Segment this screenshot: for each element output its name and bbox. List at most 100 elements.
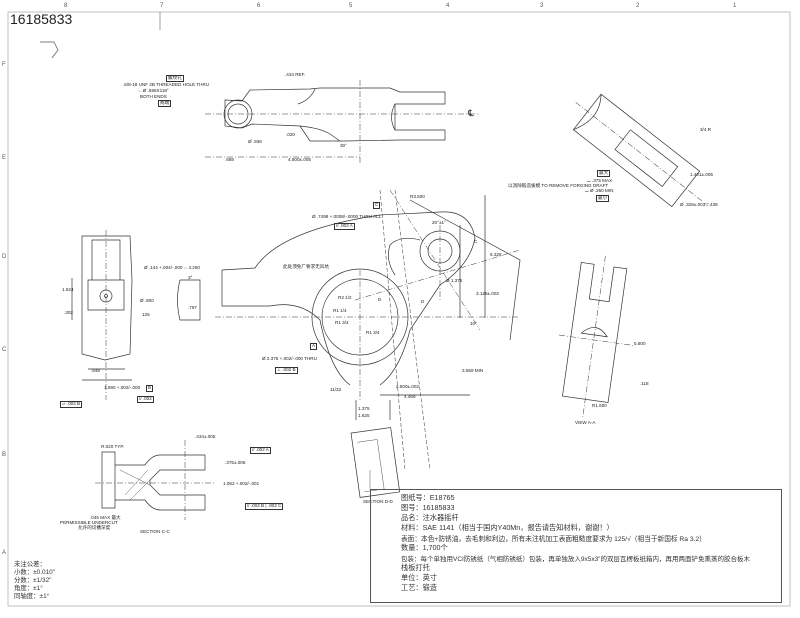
dimension: .688: [225, 157, 234, 162]
dimension: Ø 2.375 +.002/-.000 THRU: [262, 356, 317, 361]
title-line: 栈板打托: [401, 563, 430, 572]
section-marker: C: [474, 239, 478, 244]
zone-row-d: D: [2, 254, 7, 260]
datum-a: A: [310, 343, 318, 350]
note: 此处须免厂要求无凹坑: [283, 264, 329, 269]
dimension: Ø .7498 +.0008/-.0000 THRU ALL: [312, 214, 382, 219]
dimension: 6.328: [490, 252, 502, 257]
draft-note: 以消除锻造拔模 TO REMOVE FORGING DRAFT: [508, 183, 609, 188]
dimension: 1.401±.005: [690, 172, 713, 177]
dimension: 3.125±.002: [476, 291, 499, 296]
section-label: SECTION D-D: [363, 499, 393, 504]
dimension: .848: [91, 368, 100, 373]
title-line: 表面：本色+防锈油，去毛刺和利边，所有未注机加工表面粗糙度要求为 125/√（相…: [401, 536, 706, 543]
zone-row-b: B: [2, 452, 7, 458]
sheet-border: [7, 11, 791, 607]
view-label: VIEW A-A: [575, 420, 596, 425]
tolerance-frame: // .002: [137, 396, 154, 403]
title-line: 品名：注水器摇杆: [401, 513, 459, 522]
dimension: 4.469: [404, 394, 416, 399]
tolerance-frame: // .002 B | .002 C: [245, 503, 284, 510]
dimension: ⌴ .375 MAX: [587, 178, 613, 183]
dimension: Ø .144 +.004/-.000 ⌵ 4.250: [144, 265, 200, 270]
view-arrow-icon: [40, 41, 59, 59]
zone-col-1: 1: [733, 3, 737, 9]
dimension: R1 3/4: [335, 320, 349, 325]
dimension: R3.500: [410, 194, 425, 199]
zone-col-4: 4: [446, 3, 450, 9]
tolerance-frame: ⏥ .002 B: [60, 401, 83, 408]
zone-col-8: 8: [64, 3, 68, 9]
dimension: .434±.005: [195, 434, 216, 439]
title-line: 单位：英寸: [401, 573, 437, 582]
dimension: R1.500: [592, 403, 607, 408]
section-cc: [95, 440, 215, 520]
dimension: Ø .938: [248, 139, 262, 144]
section-marker: D: [421, 299, 425, 304]
detail-view: [572, 93, 702, 208]
zone-col-3: 3: [540, 3, 544, 9]
tolerance-frame: // .002 A: [250, 447, 271, 454]
zone-col-7: 7: [160, 3, 164, 9]
datum-c: C: [373, 202, 381, 209]
both-ends-note: BOTH ENDS: [140, 94, 167, 99]
zone-row-c: C: [2, 347, 7, 353]
dimension: 1.062 +.002/-.001: [223, 481, 260, 486]
title-line: 包装：每个单独用VCI防锈纸（气相防锈纸）包装，再单独放入9x5x3"的双层瓦楞…: [401, 556, 750, 563]
title-line: 材料：SAE 1141（相当于国内Y40Mn，报告请告知材料，谢谢！）: [401, 523, 614, 532]
note-box: 两端: [158, 100, 172, 107]
dimension: ⌴ Ø .250 MIN: [585, 188, 614, 193]
note-box: 最小: [596, 195, 610, 202]
dimension: 3.559 MIN: [462, 368, 484, 373]
zone-row-a: A: [2, 550, 7, 556]
section-marker: D: [378, 297, 382, 302]
dimension: R1 3/4: [366, 330, 380, 335]
title-line: 图纸号：E18765: [401, 493, 455, 502]
dimension: Ø .328±.003▽.438: [680, 202, 718, 207]
general-tolerances: 未注公差： 小数：±0.010" 分数：±1/32" 角度：±1° 同轴度：±1…: [14, 561, 55, 601]
undercut-note: 允许的切槽深度: [78, 525, 111, 530]
dimension: .434 REF.: [285, 72, 306, 77]
dimension: 5.800: [634, 341, 646, 346]
dimension: 1.625: [358, 413, 370, 418]
title-line: 工艺：锻造: [401, 583, 437, 592]
zone-row-f: F: [2, 62, 6, 68]
dimension: 3/4 R: [700, 127, 711, 132]
surface-finish: 125: [142, 312, 150, 317]
note-box: 螺纹孔: [166, 75, 184, 82]
undercut-note: .045 MAX 最大: [90, 515, 121, 520]
main-view: [215, 189, 521, 471]
dimension: Ø .800: [140, 298, 154, 303]
view-aa: [558, 255, 634, 420]
dimension: 30°: [340, 143, 347, 148]
section-label: SECTION C-C: [140, 529, 170, 534]
tolerance-frame: // .002 A: [334, 223, 355, 230]
tolerance-line: 分数：±1/32": [14, 577, 52, 584]
dimension: R.020 TYP.: [101, 444, 125, 449]
dimension: 3°: [188, 275, 193, 280]
section-dd: [350, 427, 401, 498]
dimension: .375±.005: [225, 460, 246, 465]
csk-note: ⌵ Ø .656X118°: [138, 88, 169, 93]
dimension: 11/32: [330, 387, 342, 392]
tolerance-line: 角度：±1°: [14, 585, 43, 592]
undercut-note: PERMISSIBLE UNDERCUT: [60, 520, 118, 525]
datum-b: B: [146, 385, 154, 392]
dimension: R2 1/2: [338, 295, 352, 300]
dimension: 20°±1°: [432, 220, 446, 225]
title-line: 数量：1,700个: [401, 543, 448, 552]
drawing-number: 16185833: [10, 11, 73, 27]
zone-col-5: 5: [349, 3, 353, 9]
dimension: R1 1/4: [333, 308, 347, 313]
tolerance-heading: 未注公差：: [14, 561, 46, 568]
dimension: .797: [188, 305, 197, 310]
title-block: 图纸号：E18765 图号：16185833 品名：注水器摇杆 材料：SAE 1…: [370, 489, 782, 603]
dimension: 4.600±.005: [288, 157, 311, 162]
title-line: 图号：16185833: [401, 503, 455, 512]
dimension: .302: [64, 310, 73, 315]
tolerance-frame: ⊥ .002 B: [275, 367, 298, 374]
note-box: 最大: [597, 170, 611, 177]
zone-row-e: E: [2, 155, 7, 161]
tolerance-line: 同轴度：±1°: [14, 593, 50, 600]
